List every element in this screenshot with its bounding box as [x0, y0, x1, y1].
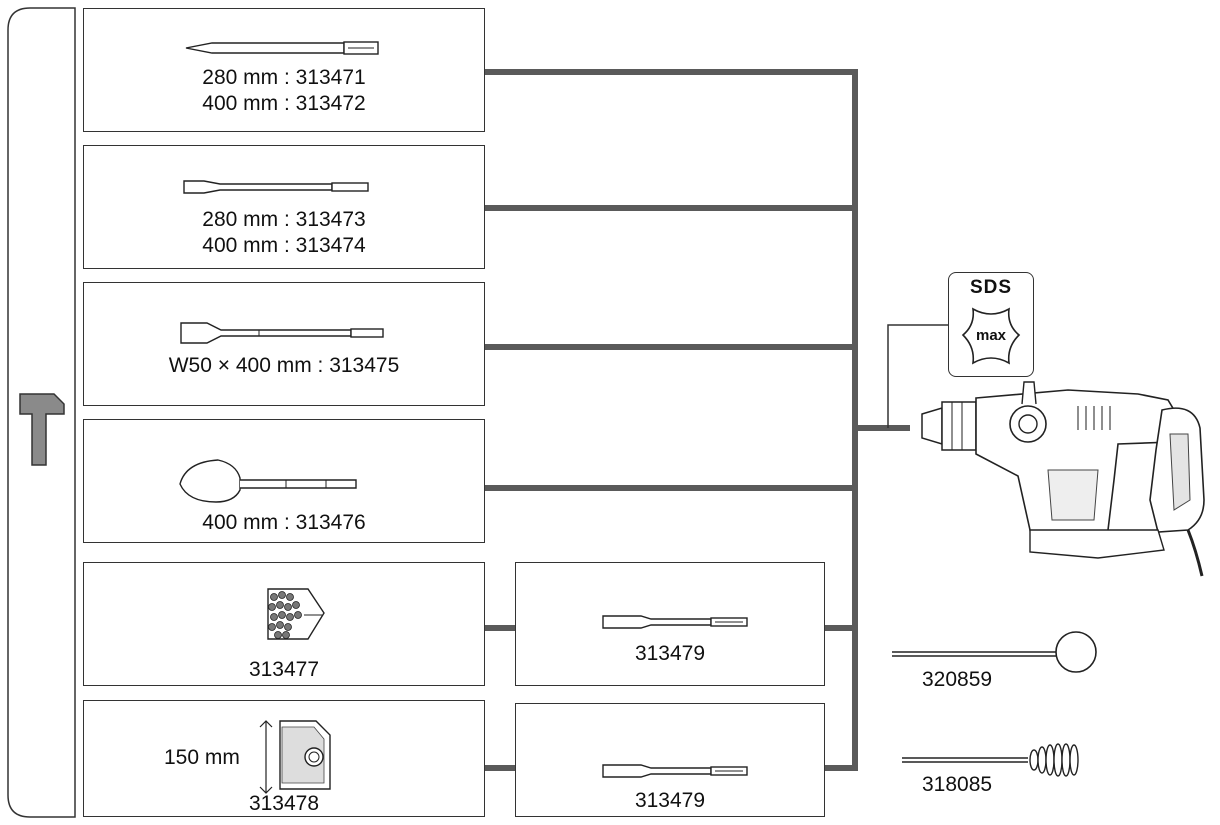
- sds-badge-label: SDS: [969, 277, 1013, 298]
- accessory-box-wide-chisel: W50 × 400 mm : 313475: [83, 282, 485, 406]
- flat-chisel-line-1: 280 mm : 313473: [202, 208, 366, 231]
- pointed-chisel-icon: [184, 39, 384, 62]
- chisel-mode-hammer-icon: [18, 390, 68, 470]
- sds-max-shank-icon: [961, 307, 1021, 365]
- wide-chisel-icon: [179, 321, 389, 350]
- pointed-chisel-line-2: 400 mm : 313472: [202, 92, 366, 115]
- bush-hammer-code: 313477: [248, 658, 320, 681]
- brush-code: 318085: [922, 773, 993, 796]
- rotary-hammer-icon: [918, 380, 1218, 585]
- spade-chisel-icon: [176, 456, 366, 511]
- adapter-shank-icon: [601, 762, 751, 785]
- tamping-plate-icon: [254, 717, 334, 802]
- wide-chisel-line-1: W50 × 400 mm : 313475: [168, 354, 400, 377]
- bush-hammer-plate-icon: [260, 581, 330, 656]
- accessory-box-adapter-1: 313479: [515, 562, 825, 686]
- grease-tube-code: 320859: [922, 668, 993, 691]
- adapter-2-code: 313479: [634, 789, 706, 812]
- accessory-box-flat-chisel: 280 mm : 313473 400 mm : 313474: [83, 145, 485, 269]
- grease-tube-icon: [890, 628, 1100, 679]
- flat-chisel-icon: [182, 178, 372, 201]
- flat-chisel-line-2: 400 mm : 313474: [202, 234, 366, 257]
- tamping-plate-dimension: 150 mm: [164, 746, 240, 769]
- adapter-1-code: 313479: [634, 642, 706, 665]
- accessory-box-bush-hammer: 313477: [83, 562, 485, 686]
- adapter-shank-icon: [601, 613, 751, 636]
- pointed-chisel-line-1: 280 mm : 313471: [202, 66, 366, 89]
- spade-chisel-line-1: 400 mm : 313476: [202, 511, 366, 534]
- cleaning-brush-icon: [900, 738, 1080, 783]
- accessory-box-pointed-chisel: 280 mm : 313471 400 mm : 313472: [83, 8, 485, 132]
- accessory-box-spade-chisel: 400 mm : 313476: [83, 419, 485, 543]
- sds-max-badge: SDS max: [948, 272, 1034, 377]
- sds-badge-sub: max: [975, 327, 1007, 344]
- accessory-box-tamping-plate: 150 mm 313478: [83, 700, 485, 817]
- tamping-plate-code: 313478: [248, 792, 320, 815]
- accessory-box-adapter-2: 313479: [515, 703, 825, 817]
